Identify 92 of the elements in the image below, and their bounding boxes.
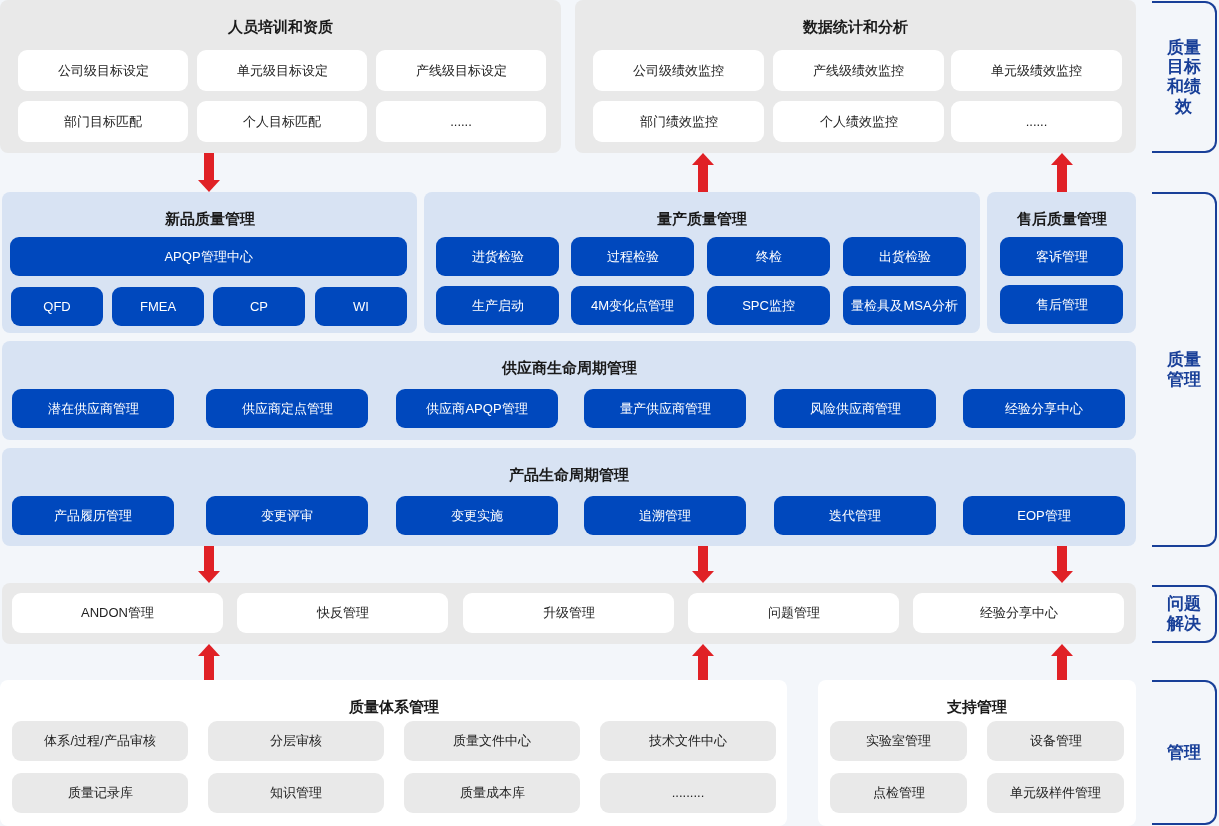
function-card: 风险供应商管理 xyxy=(774,389,936,428)
panel-title: 支持管理 xyxy=(946,697,1008,717)
function-card: 生产启动 xyxy=(436,286,559,325)
function-card: 变更评审 xyxy=(206,496,368,535)
function-card: 升级管理 xyxy=(463,593,674,633)
function-card: 客诉管理 xyxy=(1000,237,1123,276)
function-card: 变更实施 xyxy=(396,496,558,535)
function-card: 单元级绩效监控 xyxy=(951,50,1122,91)
flow-arrow xyxy=(1051,153,1073,192)
function-card: 售后管理 xyxy=(1000,285,1123,324)
module-panel xyxy=(2,448,1136,546)
function-card: 单元级样件管理 xyxy=(987,773,1124,813)
function-card: 经验分享中心 xyxy=(963,389,1125,428)
function-card: 产品履历管理 xyxy=(12,496,174,535)
function-card: 分层审核 xyxy=(208,721,384,761)
panel-title: 人员培训和资质 xyxy=(227,17,334,37)
function-card: WI xyxy=(315,287,407,326)
panel-title: 产品生命周期管理 xyxy=(508,465,630,485)
function-card: 点检管理 xyxy=(830,773,967,813)
function-card: ...... xyxy=(376,101,546,142)
panel-title: 新品质量管理 xyxy=(163,209,256,229)
function-card: 部门目标匹配 xyxy=(18,101,188,142)
section-label: 质量目标和绩效 xyxy=(1165,37,1202,117)
function-card: 问题管理 xyxy=(688,593,899,633)
module-panel xyxy=(0,0,561,153)
function-card: EOP管理 xyxy=(963,496,1125,535)
function-card: 个人目标匹配 xyxy=(197,101,367,142)
function-card: 产线级绩效监控 xyxy=(773,50,944,91)
function-card: 公司级绩效监控 xyxy=(593,50,764,91)
module-panel xyxy=(2,341,1136,440)
function-card: 个人绩效监控 xyxy=(773,101,944,142)
function-card: ......... xyxy=(600,773,776,813)
function-card: 迭代管理 xyxy=(774,496,936,535)
function-card: SPC监控 xyxy=(707,286,830,325)
function-card: APQP管理中心 xyxy=(10,237,407,276)
function-card: ...... xyxy=(951,101,1122,142)
function-card: 实验室管理 xyxy=(830,721,967,761)
function-card: FMEA xyxy=(112,287,204,326)
panel-title: 供应商生命周期管理 xyxy=(500,358,638,378)
function-card: 设备管理 xyxy=(987,721,1124,761)
function-card: 经验分享中心 xyxy=(913,593,1124,633)
section-label: 问题解决 xyxy=(1165,594,1202,634)
section-label: 质量管理 xyxy=(1165,349,1202,390)
function-card: QFD xyxy=(11,287,103,326)
function-card: 终检 xyxy=(707,237,830,276)
flow-arrow xyxy=(198,644,220,680)
function-card: CP xyxy=(213,287,305,326)
function-card: 质量成本库 xyxy=(404,773,580,813)
flow-arrow xyxy=(692,546,714,583)
flow-arrow xyxy=(1051,644,1073,680)
module-panel xyxy=(2,192,417,333)
function-card: ANDON管理 xyxy=(12,593,223,633)
function-card: 知识管理 xyxy=(208,773,384,813)
section-label: 管理 xyxy=(1165,742,1202,763)
function-card: 质量文件中心 xyxy=(404,721,580,761)
module-panel xyxy=(818,680,1136,826)
function-card: 进货检验 xyxy=(436,237,559,276)
function-card: 供应商定点管理 xyxy=(206,389,368,428)
section-bracket xyxy=(1152,192,1217,547)
module-panel xyxy=(424,192,980,333)
function-card: 追溯管理 xyxy=(584,496,746,535)
module-panel xyxy=(2,583,1136,644)
flow-arrow xyxy=(692,644,714,680)
function-card: 4M变化点管理 xyxy=(571,286,694,325)
function-card: 出货检验 xyxy=(843,237,966,276)
function-card: 部门绩效监控 xyxy=(593,101,764,142)
flow-arrow xyxy=(1051,546,1073,583)
function-card: 单元级目标设定 xyxy=(197,50,367,91)
panel-title: 数据统计和分析 xyxy=(802,17,909,37)
section-bracket xyxy=(1152,1,1217,153)
function-card: 产线级目标设定 xyxy=(376,50,546,91)
panel-title: 质量体系管理 xyxy=(347,697,440,717)
module-panel xyxy=(575,0,1136,153)
flow-arrow xyxy=(198,153,220,192)
panel-title: 售后质量管理 xyxy=(1015,209,1108,229)
flow-arrow xyxy=(692,153,714,192)
function-card: 潜在供应商管理 xyxy=(12,389,174,428)
module-panel xyxy=(0,680,787,826)
function-card: 质量记录库 xyxy=(12,773,188,813)
section-bracket xyxy=(1152,680,1217,825)
flow-arrow xyxy=(198,546,220,583)
function-card: 量产供应商管理 xyxy=(584,389,746,428)
function-card: 供应商APQP管理 xyxy=(396,389,558,428)
section-bracket xyxy=(1152,585,1217,643)
function-card: 过程检验 xyxy=(571,237,694,276)
function-card: 公司级目标设定 xyxy=(18,50,188,91)
panel-title: 量产质量管理 xyxy=(656,209,748,229)
function-card: 快反管理 xyxy=(237,593,448,633)
function-card: 量检具及MSA分析 xyxy=(843,286,966,325)
function-card: 技术文件中心 xyxy=(600,721,776,761)
function-card: 体系/过程/产品审核 xyxy=(12,721,188,761)
module-panel xyxy=(987,192,1136,333)
